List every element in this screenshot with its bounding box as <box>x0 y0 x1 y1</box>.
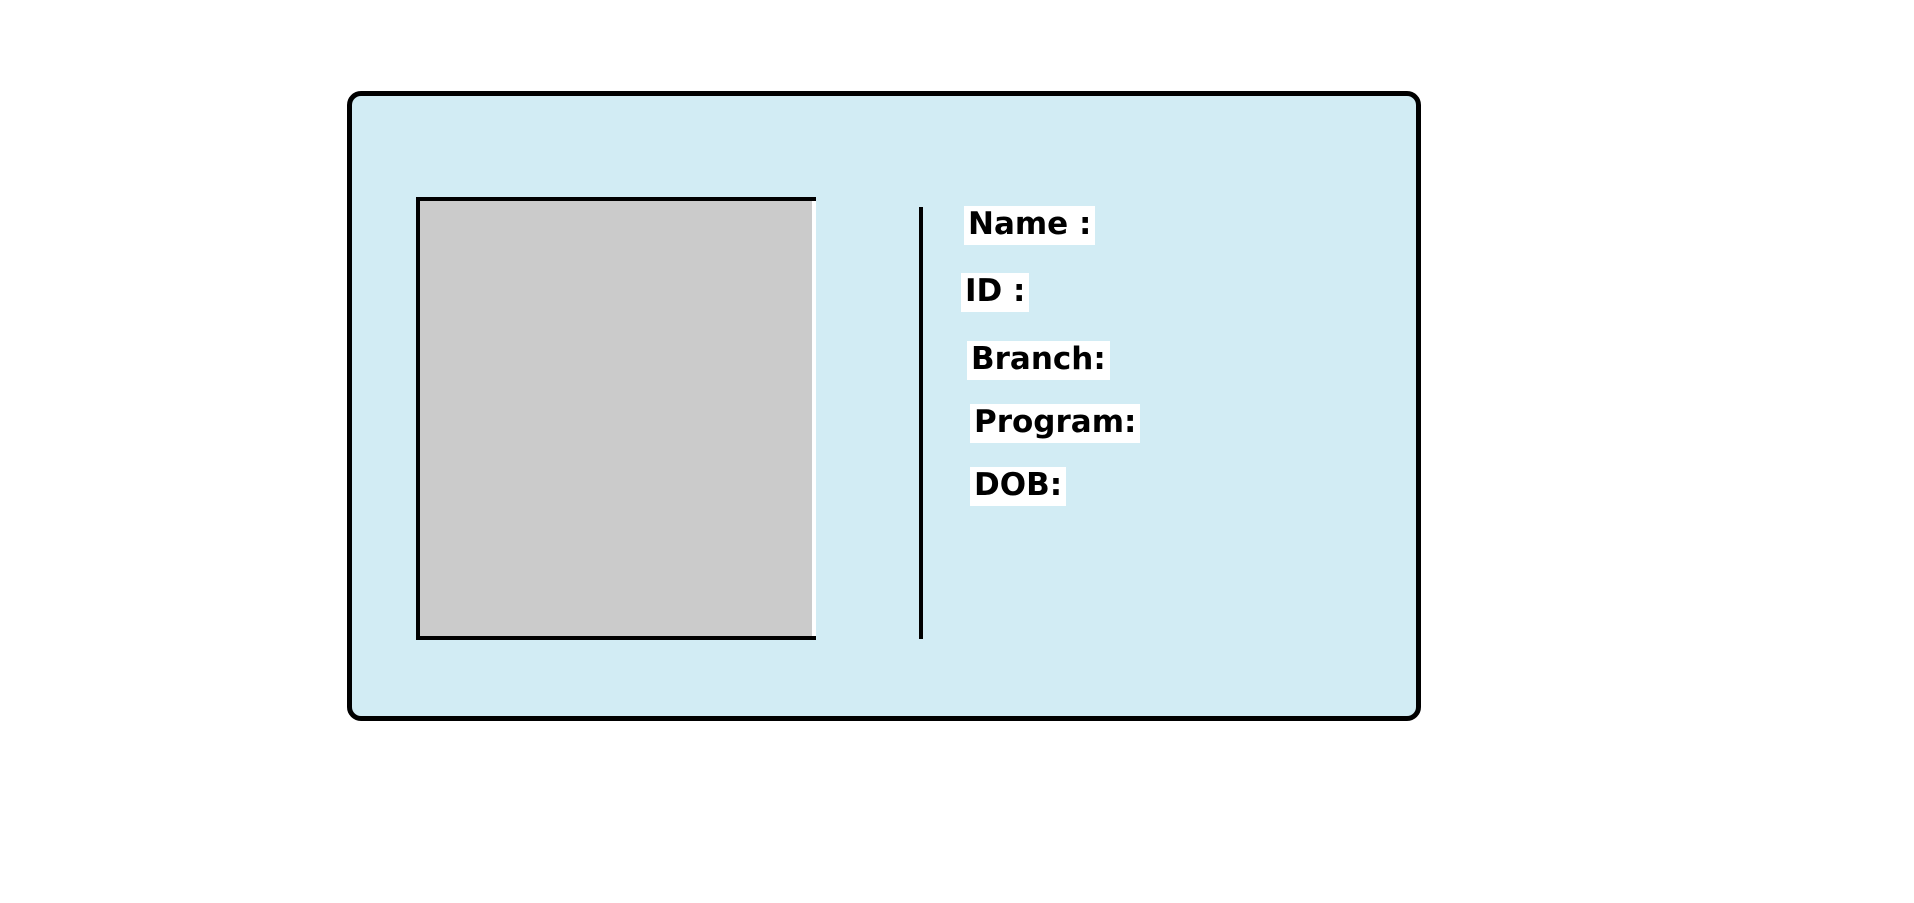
id-label: ID : <box>961 273 1030 313</box>
dob-label: DOB: <box>970 467 1067 507</box>
photo-placeholder <box>416 197 816 640</box>
program-label: Program: <box>970 404 1141 444</box>
name-label: Name : <box>964 206 1096 246</box>
vertical-divider <box>919 207 923 639</box>
branch-label: Branch: <box>967 341 1110 381</box>
id-card: Name : ID : Branch: Program: DOB: <box>347 91 1421 721</box>
